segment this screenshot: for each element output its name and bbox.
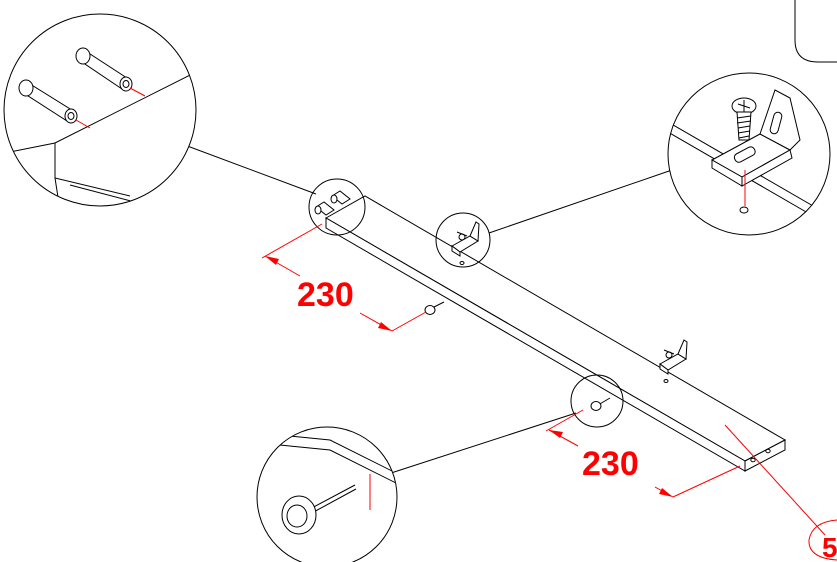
board-panel — [324, 195, 787, 472]
dimension-line-2 — [545, 409, 741, 498]
part-number-circle — [808, 519, 837, 561]
bracket-small-1 — [451, 221, 480, 265]
leader-line-bracket — [488, 169, 673, 234]
end-hole-icon — [765, 448, 771, 454]
detail-bracket — [667, 72, 831, 236]
nail-glide-small-2 — [590, 397, 611, 411]
screw-icon — [731, 97, 757, 141]
detail-marker-nail — [570, 374, 624, 428]
part-number: 5 — [822, 532, 837, 562]
detail-dowels — [3, 13, 197, 207]
detail-marker-bracket — [435, 212, 491, 268]
dimension-line-1 — [261, 223, 427, 332]
corner-frame — [794, 0, 837, 63]
detail-marker-dowels — [308, 178, 366, 236]
dowel-pin-icon — [75, 47, 133, 92]
dimension-label-2: 230 — [582, 445, 639, 483]
dimension-label-1: 230 — [297, 276, 354, 314]
dowel-pin-icon — [18, 79, 78, 124]
dowel-pins-small — [314, 190, 351, 216]
nail-glide-small-1 — [424, 301, 445, 315]
detail-nail-glide — [256, 426, 398, 562]
leader-line-nail — [387, 412, 577, 475]
bracket-small-2 — [659, 339, 688, 383]
nail-glide-icon — [281, 484, 357, 535]
corner-bracket-icon — [710, 89, 801, 187]
leader-line-dowels — [181, 143, 317, 195]
part-leader-line — [724, 424, 826, 536]
end-hole-icon — [750, 457, 756, 463]
